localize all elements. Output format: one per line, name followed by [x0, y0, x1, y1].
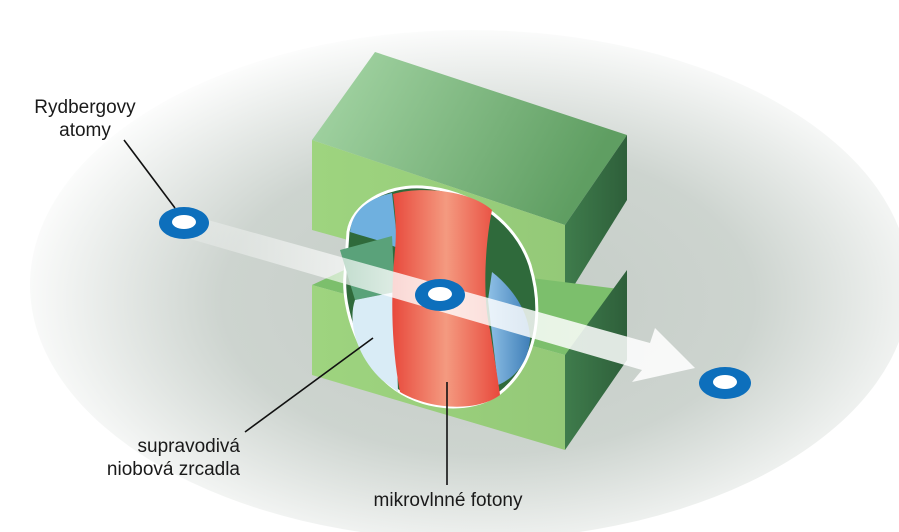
rydberg-atom-right: [699, 367, 751, 399]
niobium-mirrors-label: supravodivá niobová zrcadla: [90, 435, 240, 481]
rydberg-atoms-label: Rydbergovy atomy: [25, 96, 145, 142]
rydberg-atom-left: [159, 207, 209, 239]
rydberg-leader-line: [123, 139, 176, 209]
rydberg-label-line1: Rydbergovy: [34, 97, 136, 118]
rydberg-atom-center: [415, 279, 465, 311]
mirrors-label-line1: supravodivá: [137, 436, 240, 457]
mirrors-label-line2: niobová zrcadla: [106, 459, 240, 480]
rydberg-label-line2: atomy: [59, 120, 111, 141]
microwave-photons-label: mikrovlnné fotony: [373, 490, 523, 511]
mirrors-leader-line: [244, 337, 374, 433]
